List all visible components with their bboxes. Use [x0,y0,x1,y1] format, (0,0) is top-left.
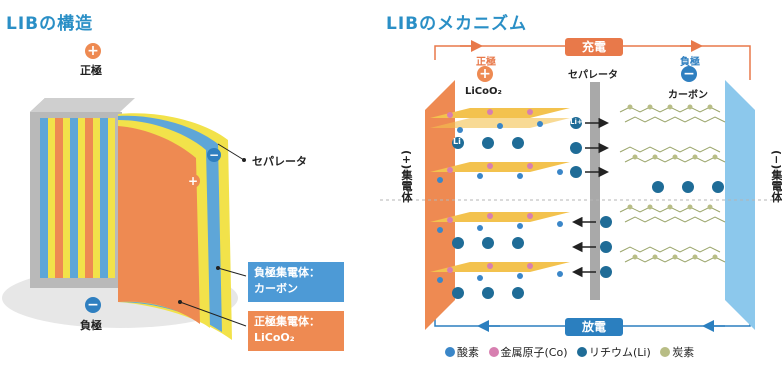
charge-label: 充電 [565,38,623,56]
negative-collector-callout: 負極集電体： カーボン [248,262,344,302]
positive-collector-label: (+)集電体 [400,150,413,203]
li-plus-discharge [600,216,612,278]
neg-collector-line2: カーボン [254,282,298,295]
positive-collector-callout: 正極集電体： LiCoO₂ [248,311,344,351]
mech-positive-icon: + [477,66,493,82]
lithium-dot-icon [577,347,587,357]
anode-graphite [619,106,726,263]
legend-item-oxygen: 酸素 [445,346,479,359]
neg-collector-line1: 負極集電体： [254,266,320,279]
cathode-layer-3 [430,212,570,233]
cathode-layer-1 [430,108,570,133]
frame-top [30,98,135,112]
positive-material: LiCoO₂ [465,86,502,97]
negative-collector-plate [725,80,755,330]
lib-structure-diagram [2,98,247,341]
cathode-layer-4 [430,262,570,283]
legend-item-carbon: 炭素 [660,346,694,359]
positive-symbol-icon: + [85,43,101,59]
li-ion-label: Li [453,137,461,146]
sheet-positive-icon: + [186,174,200,188]
oxygen-dot-icon [445,347,455,357]
sheet-orange [118,126,200,324]
cathode-li-ions [452,137,524,299]
sheet-negative-icon: − [207,148,221,162]
separator-label: セパレータ [252,155,307,168]
negative-collector-label: (−)集電体 [770,150,782,203]
legend-item-lithium: リチウム(Li) [577,346,651,359]
cathode-layer-2 [430,162,570,183]
structure-title: LIBの構造 [6,14,94,34]
negative-electrode-label: 負極 [680,57,700,68]
separator-bar [590,82,600,300]
positive-label: 正極 [80,64,102,77]
positive-collector-plate [425,80,455,330]
li-plus-charge [570,117,582,178]
anode-li-ions [652,181,724,193]
legend: 酸素 金属原子(Co) リチウム(Li) 炭素 [445,344,700,360]
li-plus-ion-label: Li+ [570,118,583,126]
separator-label-mech: セパレータ [568,70,618,81]
discharge-label: 放電 [565,318,623,336]
mech-negative-icon: − [681,66,697,82]
carbon-dot-icon [660,347,671,357]
anode-carbon-atoms [627,104,718,260]
positive-electrode-label: 正極 [476,57,496,68]
metal-dot-icon [488,347,499,357]
mechanism-title: LIBのメカニズム [386,14,528,34]
lib-mechanism-diagram [380,40,780,332]
pos-collector-line2: LiCoO₂ [254,331,295,344]
negative-label: 負極 [80,319,102,332]
pos-collector-line1: 正極集電体： [254,315,320,328]
legend-item-metal: 金属原子(Co) [488,346,568,359]
negative-material: カーボン [668,90,708,101]
negative-symbol-icon: − [85,297,101,313]
